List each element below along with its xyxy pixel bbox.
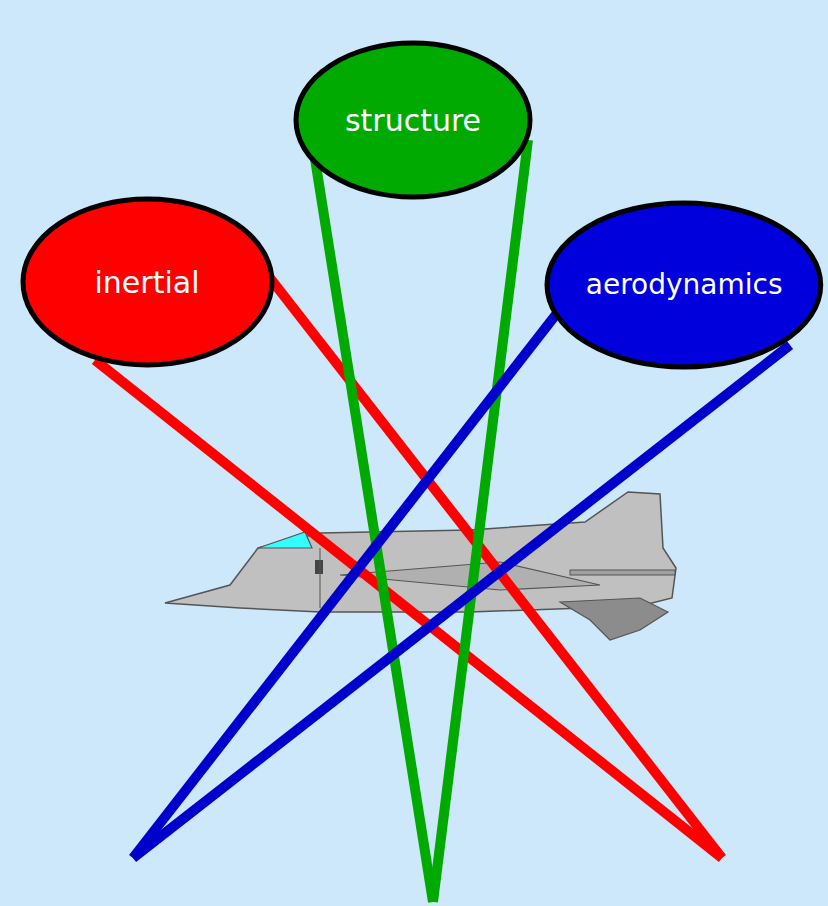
jet-canopy <box>258 532 312 548</box>
ellipse-node: aerodynamics <box>544 200 824 370</box>
aerodynamics-beam <box>133 345 790 858</box>
ellipse-shape <box>23 199 272 365</box>
node-label: structure <box>345 104 481 137</box>
jet-intake <box>315 560 323 574</box>
jet-tail-surface <box>560 598 668 640</box>
structure-beam <box>312 140 433 902</box>
ellipse-shape <box>547 203 821 367</box>
ellipse-node: structure <box>293 40 533 200</box>
node-label: inertial <box>95 266 200 299</box>
jet-fuselage <box>165 492 676 612</box>
structure-beam <box>433 140 528 902</box>
jet-gun <box>570 570 675 575</box>
ellipse-node: inertial <box>20 196 275 368</box>
ellipse-shape <box>296 43 530 197</box>
jet-panel-line <box>320 548 321 608</box>
node-label: aerodynamics <box>586 270 783 301</box>
